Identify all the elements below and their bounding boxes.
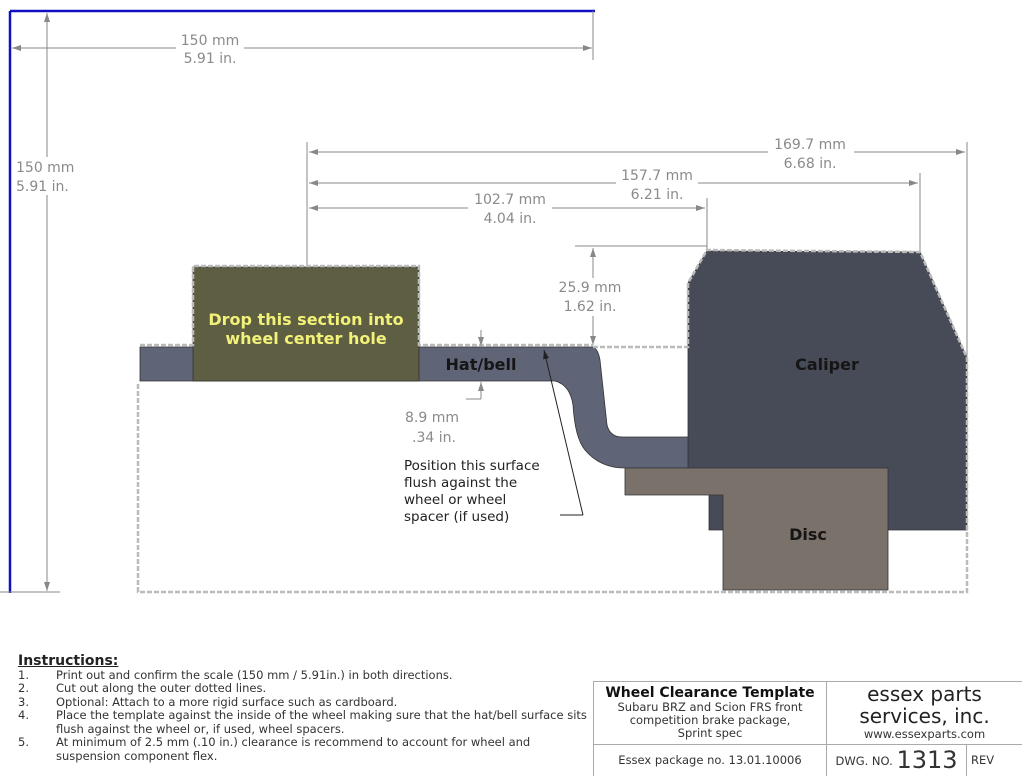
dim-vertical-mm: 150 mm [16,160,74,176]
dim-25-in: 1.62 in. [564,299,617,315]
drawing-number: 1313 [896,746,958,774]
dim-102-mm: 102.7 mm [474,192,546,208]
instruction-item: 2.Cut out along the outer dotted lines. [18,681,267,695]
drawing-title: Wheel Clearance Template [605,685,815,701]
instruction-item: 3.Optional: Attach to a more rigid surfa… [18,694,398,709]
caliper-label: Caliper [795,355,859,374]
dim-25-mm: 25.9 mm [559,280,622,296]
dim-157-mm: 157.7 mm [621,168,693,184]
center-hole-section [192,266,420,382]
dim-102-in: 4.04 in. [484,211,537,227]
company-name-2: services, inc. [859,704,990,728]
subtitle-line: competition brake package, [629,713,791,727]
company-cell: essex parts services, inc. www.essexpart… [827,682,1022,745]
hat-bell-label: Hat/bell [446,355,517,374]
instruction-item: 5.At minimum of 2.5 mm (.10 in.) clearan… [18,735,531,763]
drawing-number-cell: DWG. NO. 1313 [827,745,967,776]
center-hole-label-1: Drop this section into [208,310,403,329]
dim-169-mm: 169.7 mm [774,137,846,153]
dim-vertical-in: 5.91 in. [16,179,69,195]
disc-shape [624,467,889,591]
instruction-item: 4.Place the template against the inside … [18,708,587,736]
package-number: Essex package no. 13.01.10006 [594,745,827,776]
cut-line [136,248,969,594]
note-line-2: flush against the [404,475,517,491]
center-hole-label-2: wheel center hole [225,329,386,348]
dim-8-in: .34 in. [412,430,456,446]
dim-169-in: 6.68 in. [784,156,837,172]
dim-157-in: 6.21 in. [631,187,684,203]
revision-cell: REV [971,753,995,767]
disc-label: Disc [789,525,827,544]
instruction-item: 1.Print out and confirm the scale (150 m… [18,667,453,682]
subtitle-line: Sprint spec [677,726,743,740]
note-line-4: spacer (if used) [404,509,509,525]
title-block: Wheel Clearance Template Subaru BRZ and … [593,681,1022,776]
dim-horizontal-in: 5.91 in. [184,51,237,67]
dim-horizontal-mm: 150 mm [181,33,239,49]
subtitle-line: Subaru BRZ and Scion FRS front [617,700,803,714]
company-url: www.essexparts.com [863,727,986,741]
instructions-heading: Instructions: [18,653,119,669]
company-name-1: essex parts [867,682,982,706]
dim-8-mm: 8.9 mm [405,410,459,426]
note-line-1: Position this surface [404,458,540,474]
note-line-3: wheel or wheel [404,492,506,508]
instructions: Instructions: 1.Print out and confirm th… [18,653,588,763]
title-cell: Wheel Clearance Template Subaru BRZ and … [594,682,827,745]
